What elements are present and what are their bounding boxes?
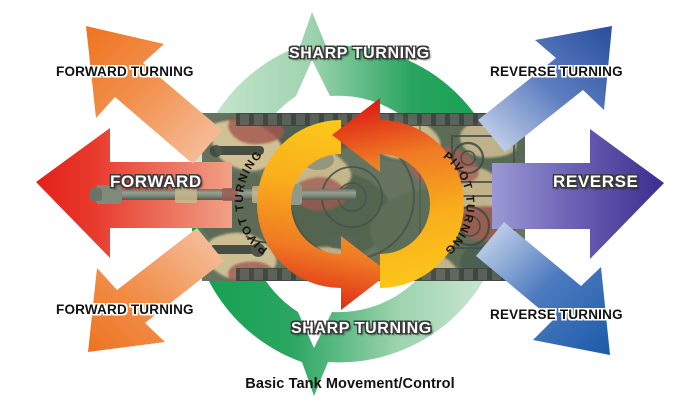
tank-gun-barrel <box>90 184 356 205</box>
page-title: Basic Tank Movement/Control <box>245 376 455 392</box>
reverse-turning-arrow-lower-right <box>476 222 610 355</box>
pivot-turning-rings: PIVOT TURNING PIVOT TURNING <box>233 98 475 310</box>
reverse-turning-arrow-upper-right <box>478 26 612 152</box>
forward-turning-arrow-upper-left <box>86 26 222 164</box>
forward-turning-arrow-lower-left <box>88 228 224 352</box>
reverse-arrow <box>492 129 664 259</box>
pivot-ring-left <box>257 120 389 310</box>
pivot-ring-right <box>332 98 464 288</box>
